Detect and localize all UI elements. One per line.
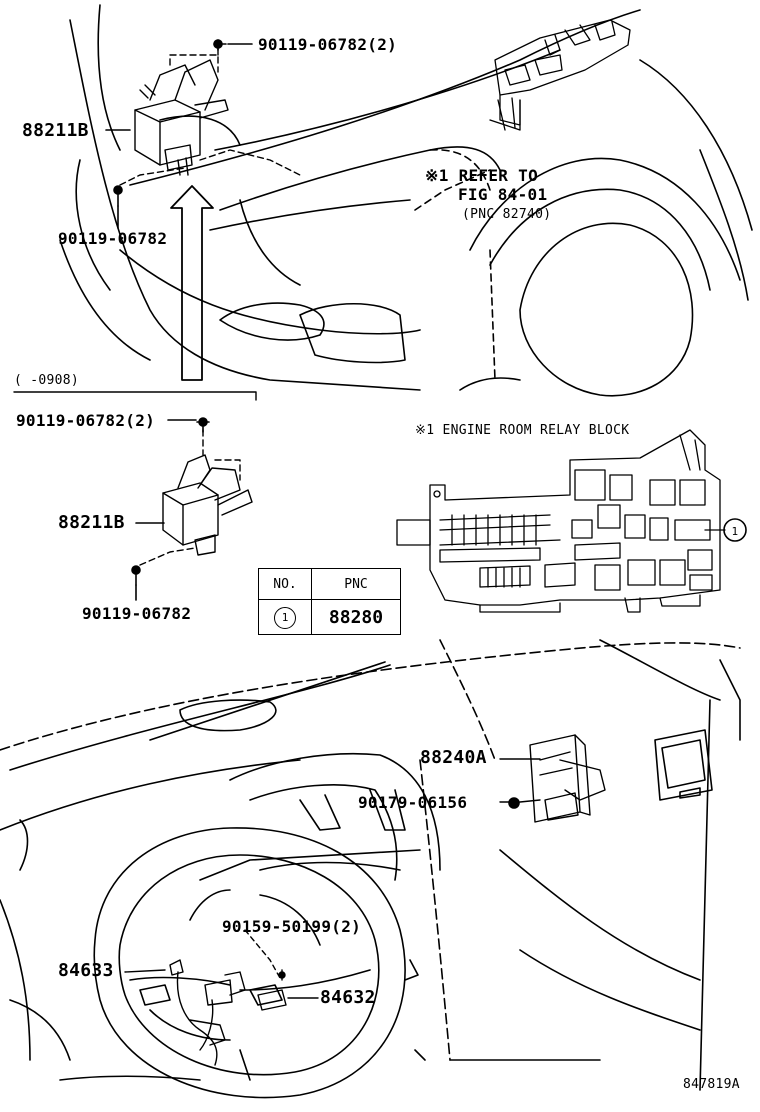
- pnc-table: NO. PNC 1 88280: [258, 568, 401, 635]
- bolt-middle-top-icon: [196, 417, 210, 433]
- label-bolt-mid: 90119-06782: [82, 604, 192, 623]
- relay-88240a: [499, 734, 606, 823]
- label-date-range: ( -0908): [14, 373, 80, 388]
- label-part-88240a: 88240A: [420, 747, 487, 768]
- label-bolt-top-2: 90119-06782(2): [258, 35, 398, 54]
- table-no-circle: 1: [274, 607, 296, 629]
- bolt-top-right-icon: [213, 39, 227, 51]
- table-cell-no: 1: [258, 599, 312, 635]
- steering-switch-harness: [124, 929, 319, 1066]
- relay-block-on-car: [489, 19, 631, 131]
- dashboard-outline: [0, 639, 741, 1099]
- label-part-84632: 84632: [320, 987, 376, 1008]
- relay-callout-circle: [723, 518, 747, 542]
- label-nut-90179: 90179-06156: [358, 793, 468, 812]
- label-refer-line2: FIG 84-01: [458, 185, 548, 204]
- bolt-top-left-icon: [113, 185, 123, 207]
- label-relay-block-title: ※1 ENGINE ROOM RELAY BLOCK: [415, 423, 630, 438]
- car-front-outline: [59, 4, 753, 397]
- label-screw-90159: 90159-50199(2): [222, 917, 362, 936]
- engine-room-relay-block: [396, 429, 726, 613]
- label-bolt-mid-2: 90119-06782(2): [16, 411, 156, 430]
- up-arrow-icon: [170, 185, 214, 381]
- label-bolt-top: 90119-06782: [58, 229, 168, 248]
- label-figure-id: 847819A: [683, 1077, 740, 1092]
- label-part-84633: 84633: [58, 960, 114, 981]
- nut-icon: [508, 797, 520, 809]
- bolt-middle-bottom-icon: [131, 565, 141, 586]
- bracket-top: [119, 39, 301, 186]
- label-bracket-middle: 88211B: [58, 512, 125, 533]
- table-header-no: NO.: [258, 568, 312, 600]
- label-refer-line3: (PNC 82740): [462, 207, 552, 222]
- bracket-middle: [139, 429, 253, 566]
- label-refer-line1: ※1 REFER TO: [425, 166, 539, 185]
- table-header-pnc: PNC: [311, 568, 401, 600]
- table-cell-pnc: 88280: [311, 599, 401, 635]
- relay-callout-number: 1: [731, 525, 739, 538]
- label-bracket-top: 88211B: [22, 120, 89, 141]
